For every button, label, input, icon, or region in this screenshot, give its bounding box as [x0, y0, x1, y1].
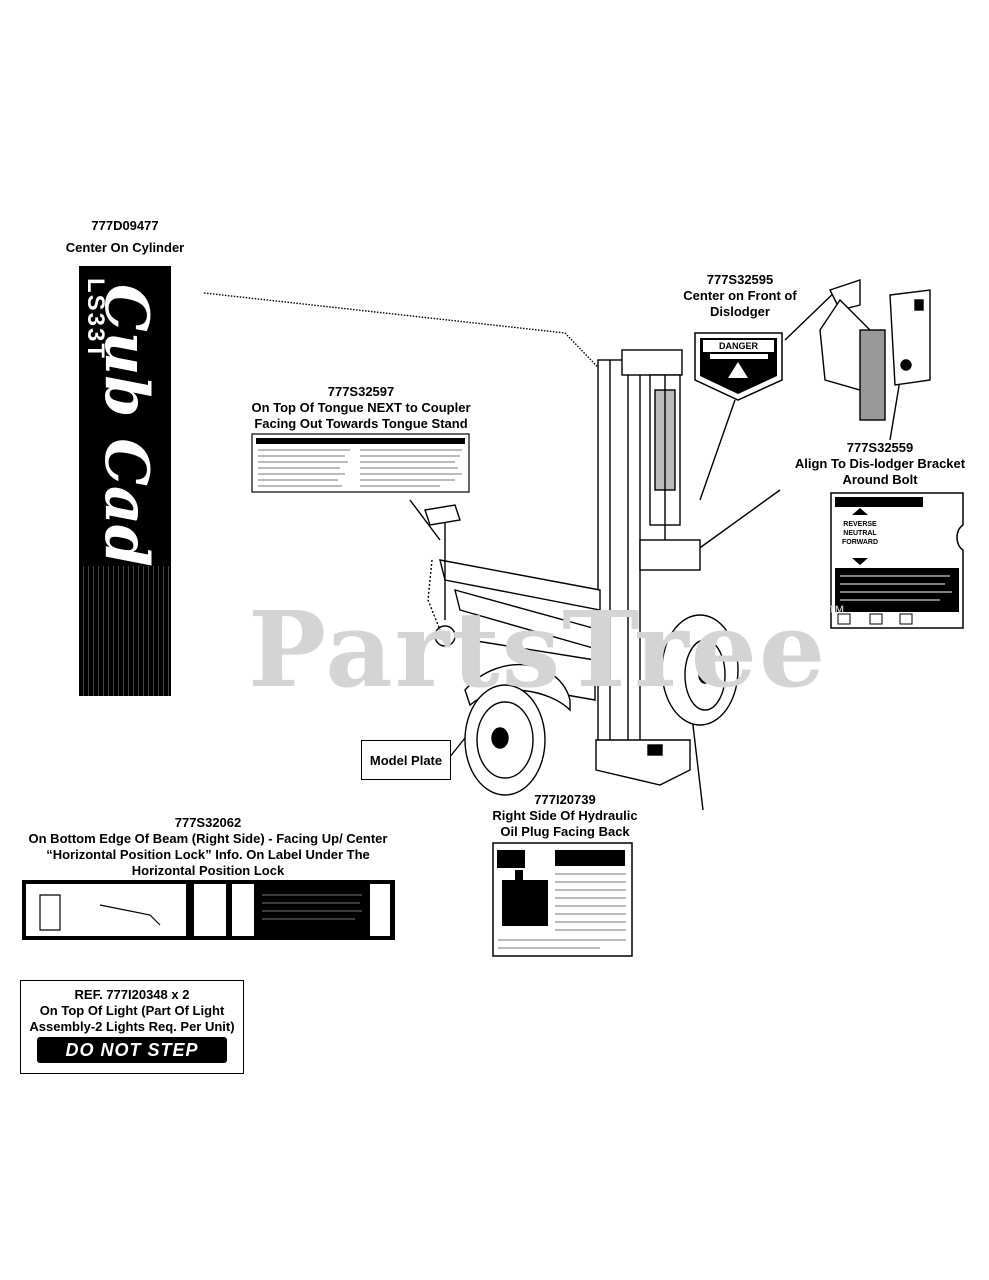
dislodger-decal-callout: 777S32595 Center on Front of Dislodger: [660, 272, 820, 320]
cylinder-decal-callout: 777D09477 Center On Cylinder: [40, 218, 210, 256]
tongue-decal-callout: 777S32597 On Top Of Tongue NEXT to Coupl…: [230, 384, 492, 432]
cub-cadet-decal: LS33T Cub Cadet: [79, 266, 171, 696]
beam-label: [22, 880, 395, 940]
part-number: 777I20739: [534, 792, 596, 807]
part-number: 777S32595: [706, 272, 774, 287]
do-not-step-sign: DO NOT STEP: [37, 1037, 227, 1063]
model-plate-callout: Model Plate: [361, 740, 451, 780]
control-label: [830, 492, 964, 629]
tongue-label: [251, 433, 470, 493]
part-number: 777S32559: [846, 440, 914, 455]
danger-sign-text: DANGER: [718, 341, 758, 351]
control-directions: REVERSE NEUTRAL FORWARD: [841, 521, 879, 546]
part-number: 777S32062: [174, 815, 242, 830]
part-number: 777D09477: [91, 218, 159, 233]
danger-sign: [694, 332, 783, 401]
part-number: 777S32597: [327, 384, 395, 399]
hydraulic-label: [492, 842, 633, 957]
placement: Center On Cylinder: [65, 240, 185, 255]
part-number: REF. 777I20348 x 2: [74, 987, 190, 1002]
beam-decal-callout: 777S32062 On Bottom Edge Of Beam (Right …: [10, 815, 406, 879]
hydraulic-decal-callout: 777I20739 Right Side Of Hydraulic Oil Pl…: [470, 792, 660, 840]
light-decal-callout: REF. 777I20348 x 2 On Top Of Light (Part…: [20, 980, 244, 1074]
bracket-decal-callout: 777S32559 Align To Dis-lodger Bracket Ar…: [780, 440, 980, 488]
watermark: PartsTree™: [248, 588, 848, 711]
